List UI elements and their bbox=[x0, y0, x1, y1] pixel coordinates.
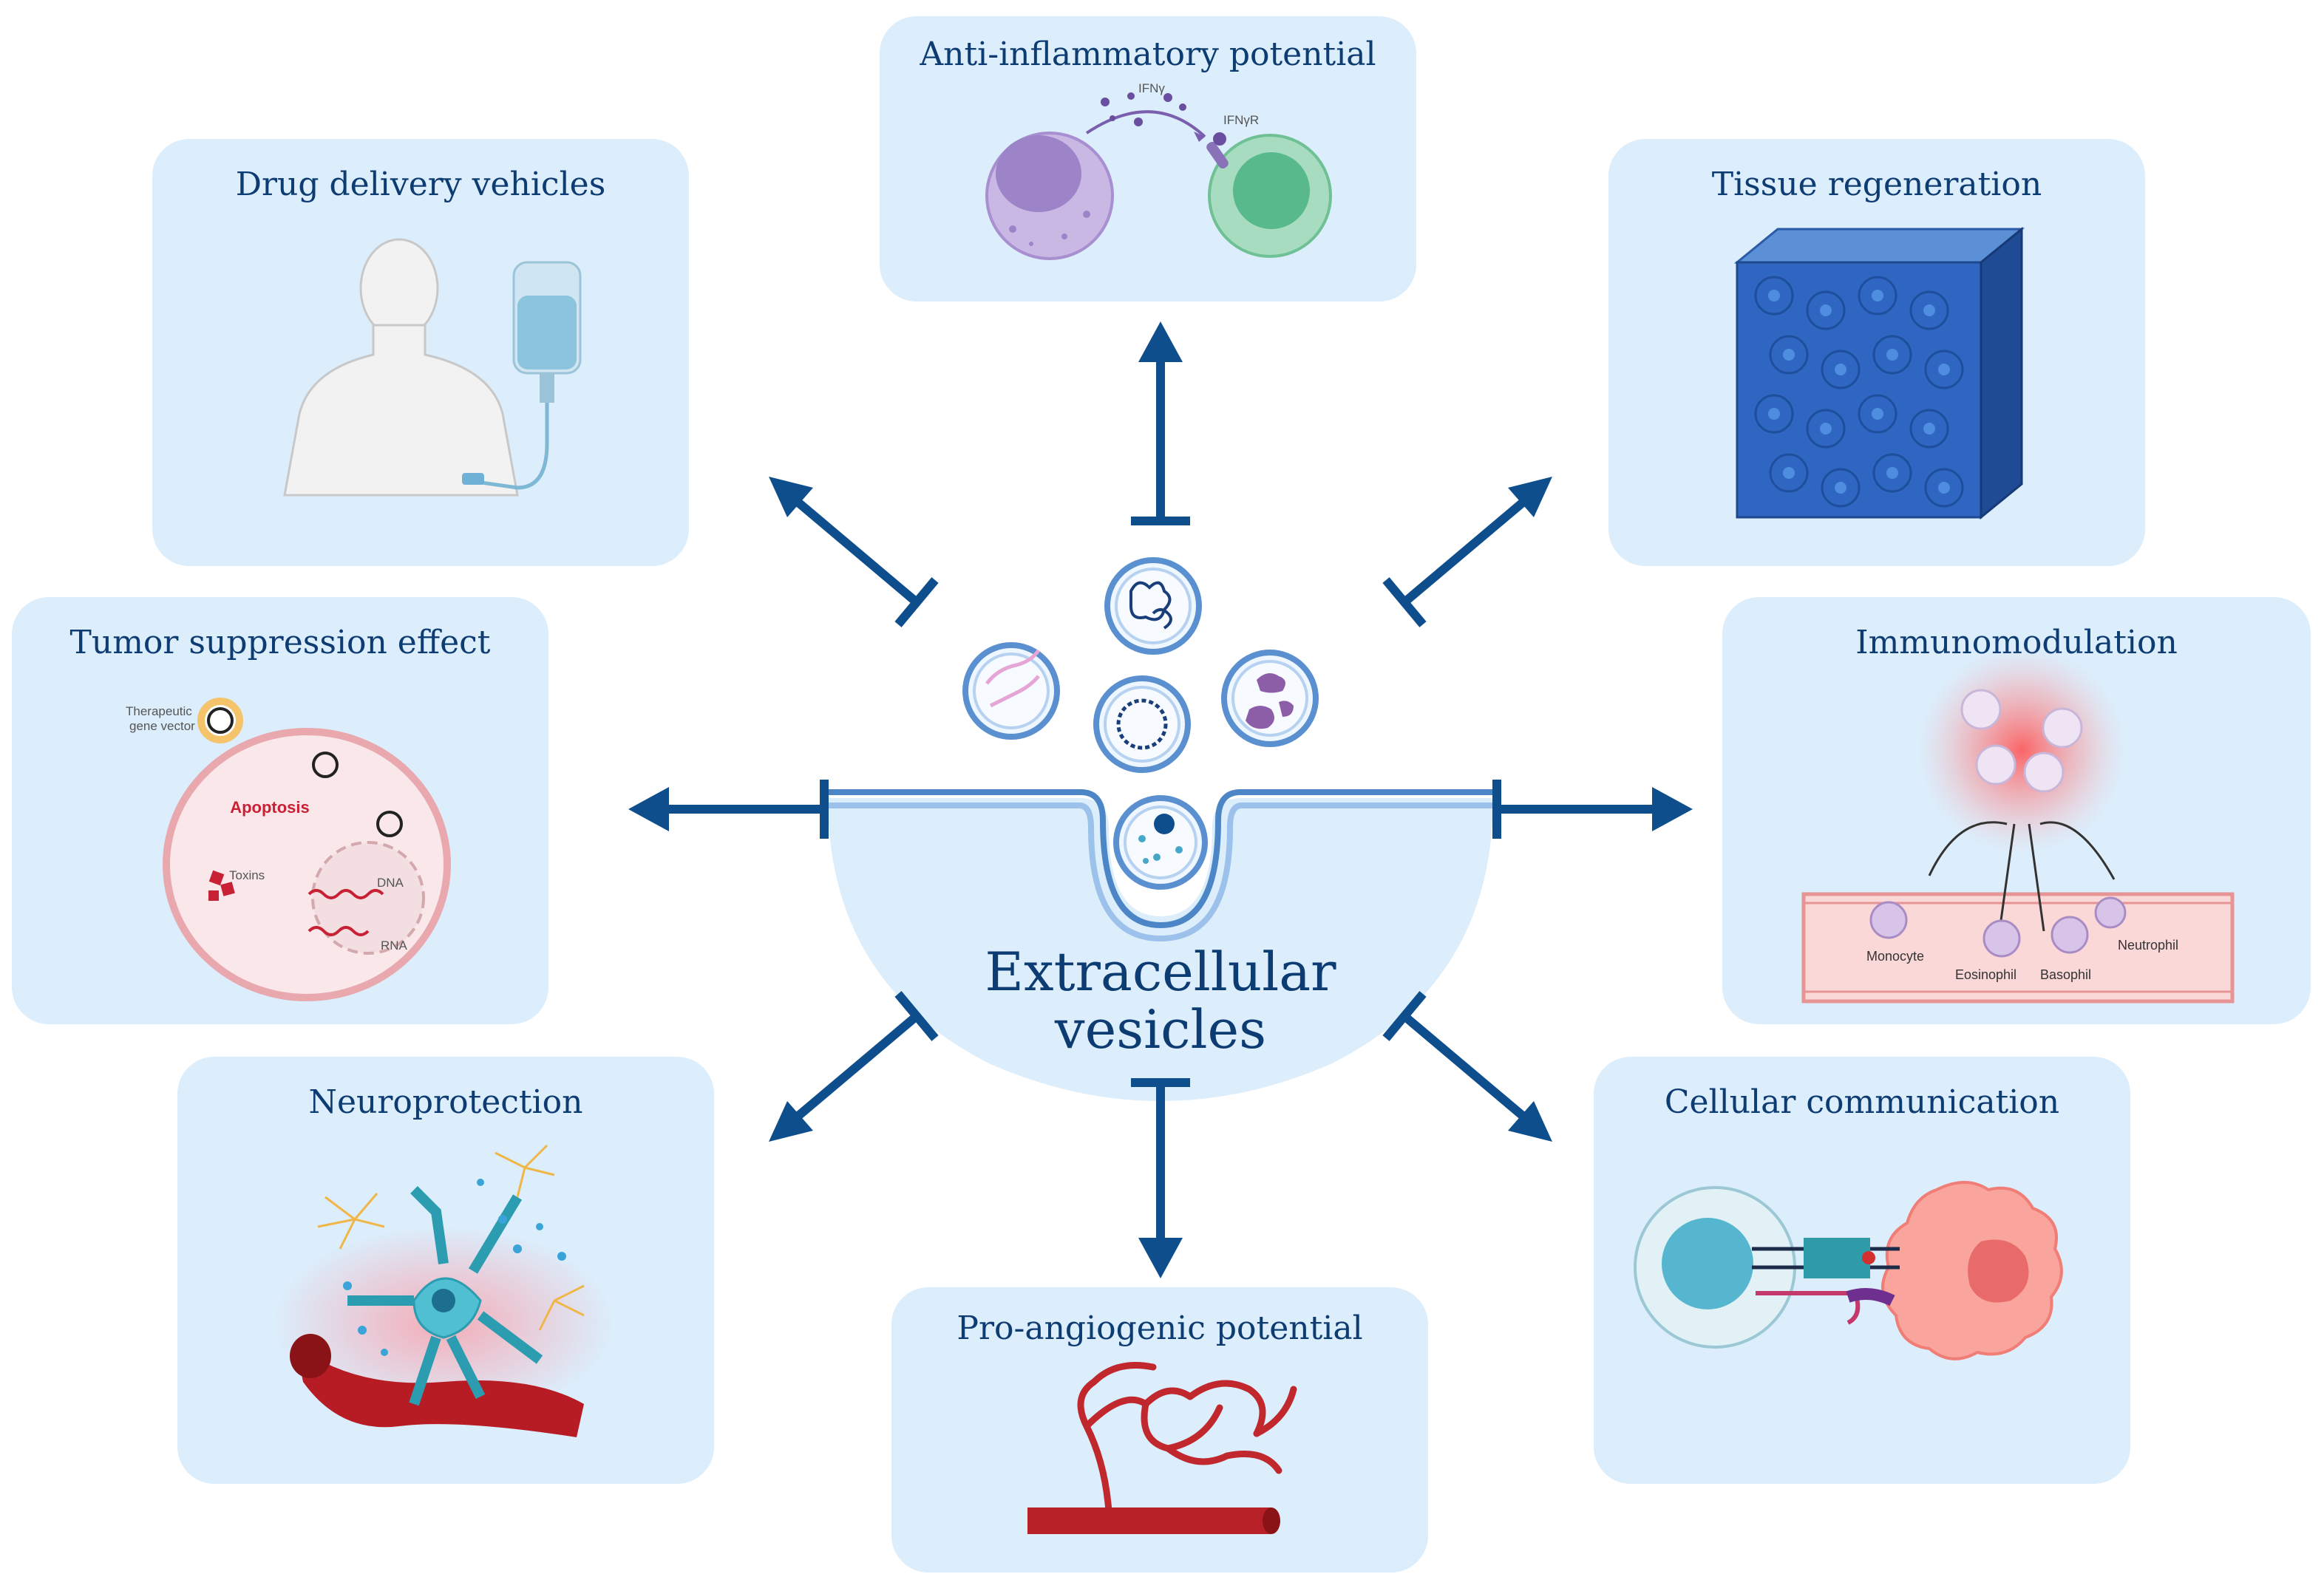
label-therapeutic-vector-1: Therapeutic bbox=[126, 704, 192, 718]
arrow-right bbox=[1492, 780, 1693, 839]
label-rna: RNA bbox=[381, 938, 408, 953]
panel-anti-inflammatory: Anti-inflammatory potential IFNγ IFNγR bbox=[880, 16, 1416, 301]
label-monocyte: Monocyte bbox=[1866, 949, 1924, 964]
neuron-icon bbox=[347, 1186, 543, 1406]
panel-title-tumor-suppression: Tumor suppression effect bbox=[70, 624, 491, 661]
vesicle-budding-icon bbox=[1113, 795, 1208, 890]
panel-title-pro-angiogenic: Pro-angiogenic potential bbox=[957, 1309, 1362, 1347]
center-title-line2: vesicles bbox=[1054, 998, 1266, 1060]
arrow-left bbox=[628, 780, 829, 839]
immune-cell-purple bbox=[985, 132, 1114, 260]
label-ifn-gamma-receptor: IFNγR bbox=[1223, 113, 1259, 127]
panel-pro-angiogenic: Pro-angiogenic potential bbox=[891, 1287, 1428, 1573]
panel-immunomodulation: Immunomodulation Monocyte Eosinophil Bas… bbox=[1722, 597, 2311, 1024]
label-toxins: Toxins bbox=[229, 868, 265, 882]
blood-vessel-icon bbox=[290, 1334, 584, 1437]
tumor-cell-icon: DNA RNA Therapeutic gene vector Apoptosi… bbox=[126, 698, 451, 1001]
capillary-network-icon bbox=[1077, 1362, 1297, 1515]
center-title-line1: Extracellular bbox=[985, 941, 1336, 1003]
panel-title-neuroprotection: Neuroprotection bbox=[308, 1083, 582, 1121]
vesicle-protein-icon bbox=[1104, 557, 1202, 655]
label-dna: DNA bbox=[377, 876, 404, 890]
ifn-gamma-signal: IFNγ IFNγR bbox=[1085, 81, 1259, 169]
panel-tumor-suppression: Tumor suppression effect DNA RNA Therape… bbox=[12, 597, 548, 1024]
vesicle-dna-icon bbox=[1093, 675, 1191, 773]
label-basophil: Basophil bbox=[2040, 967, 2091, 982]
tissue-cube-icon bbox=[1733, 226, 2025, 520]
vesicle-group bbox=[962, 557, 1319, 890]
ev-center-cell: Extracellular vesicles bbox=[820, 789, 1501, 1101]
iv-bag-icon bbox=[462, 261, 582, 490]
arrow-up-left bbox=[769, 477, 939, 627]
arrow-up bbox=[1131, 321, 1190, 525]
panel-drug-delivery: Drug delivery vehicles bbox=[152, 139, 689, 566]
human-silhouette-icon bbox=[283, 238, 519, 497]
panel-tissue-regeneration: Tissue regeneration bbox=[1608, 139, 2145, 566]
astrocyte-icon bbox=[317, 1144, 585, 1331]
label-eosinophil: Eosinophil bbox=[1955, 967, 2016, 982]
tumor-cell-red bbox=[1881, 1181, 2063, 1360]
panel-title-drug-delivery: Drug delivery vehicles bbox=[236, 166, 606, 203]
panel-title-tissue-regeneration: Tissue regeneration bbox=[1712, 166, 2042, 203]
panel-cellular-communication: Cellular communication bbox=[1594, 1057, 2130, 1484]
toxin-icon bbox=[208, 870, 235, 901]
panel-neuroprotection: Neuroprotection bbox=[177, 1057, 714, 1484]
receptor-ligand-icon bbox=[1752, 1238, 1900, 1325]
arrow-down-right bbox=[1382, 991, 1552, 1142]
arrow-down-left bbox=[769, 991, 939, 1142]
panel-title-anti-inflammatory: Anti-inflammatory potential bbox=[919, 35, 1376, 73]
vesicle-lipid-icon bbox=[1221, 650, 1319, 747]
main-vessel-icon bbox=[1027, 1507, 1280, 1534]
label-apoptosis: Apoptosis bbox=[230, 798, 310, 817]
immune-cell-green bbox=[1208, 134, 1332, 258]
vesicle-mrna-icon bbox=[962, 642, 1060, 740]
label-therapeutic-vector-2: gene vector bbox=[129, 719, 195, 733]
label-neutrophil: Neutrophil bbox=[2118, 938, 2178, 953]
arrow-up-right bbox=[1382, 477, 1552, 627]
arrow-down bbox=[1131, 1078, 1190, 1278]
panel-title-cellular-communication: Cellular communication bbox=[1665, 1083, 2059, 1121]
label-ifn-gamma: IFNγ bbox=[1138, 81, 1165, 95]
immune-cell-blue bbox=[1634, 1186, 1796, 1349]
